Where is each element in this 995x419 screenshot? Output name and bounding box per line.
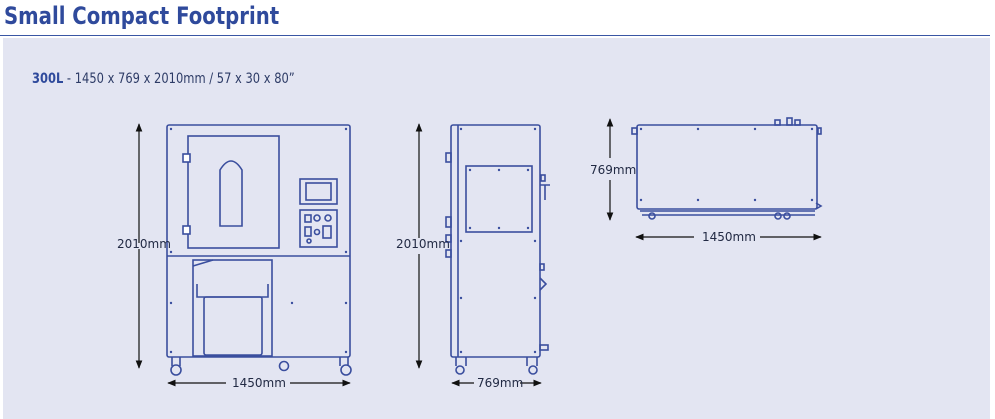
- top-depth-dimension: 769mm: [590, 118, 636, 221]
- top-view-dots: [639, 127, 814, 202]
- side-height-dimension: 2010mm: [396, 123, 450, 369]
- page-title: Small Compact Footprint: [4, 2, 280, 30]
- front-width-label: 1450mm: [232, 376, 286, 390]
- side-view: [445, 124, 550, 375]
- spec-line: 300L - 1450 x 769 x 2010mm / 57 x 30 x 8…: [32, 70, 295, 88]
- top-depth-label: 769mm: [590, 163, 636, 177]
- side-height-label: 2010mm: [396, 237, 450, 251]
- front-view: [166, 124, 352, 376]
- front-view-dots: [169, 127, 348, 354]
- title-divider: [0, 35, 990, 36]
- front-height-dimension: 2010mm: [117, 123, 171, 369]
- top-width-dimension: 1450mm: [635, 230, 822, 244]
- dimension-text: - 1450 x 769 x 2010mm / 57 x 30 x 80”: [63, 71, 295, 87]
- top-view: [631, 117, 823, 220]
- front-width-dimension: 1450mm: [167, 376, 351, 390]
- front-height-label: 2010mm: [117, 237, 171, 251]
- top-width-label: 1450mm: [702, 230, 756, 244]
- model-name: 300L: [32, 71, 64, 87]
- side-width-label: 769mm: [477, 376, 523, 390]
- side-width-dimension: 769mm: [451, 376, 542, 390]
- side-view-dots: [459, 127, 537, 354]
